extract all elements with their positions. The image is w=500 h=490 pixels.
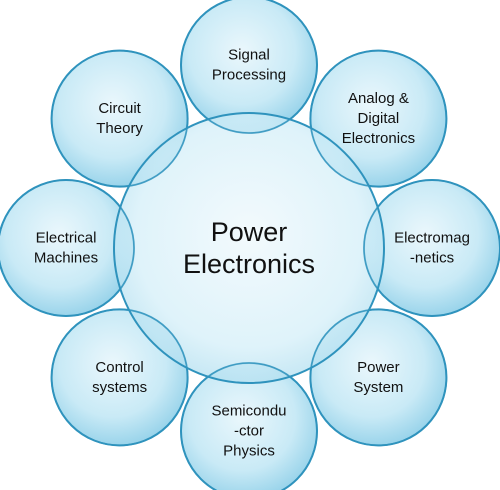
- label-semiconductor-physics-line-3: Physics: [223, 443, 275, 460]
- outline-signal-processing: [180, 0, 318, 134]
- label-circuit-theory-line-2: Theory: [96, 120, 143, 137]
- center-label-line-1: Power: [211, 217, 288, 247]
- label-signal-processing-line-2: Processing: [212, 67, 286, 84]
- label-analog-digital-electronics-line-3: Electronics: [342, 130, 415, 147]
- label-control-systems-line-1: Control: [95, 359, 143, 376]
- outline-circuit-theory: [50, 49, 189, 188]
- label-control-systems-line-2: systems: [92, 379, 147, 396]
- bubble-center-power-electronics: [113, 112, 385, 384]
- outline-electrical-machines: [0, 179, 135, 317]
- label-semiconductor-physics-line-2: -ctor: [234, 423, 264, 440]
- label-electromagnetics-line-1: Electromag: [394, 230, 470, 247]
- outline-power-system: [309, 308, 448, 447]
- outline-analog-digital-electronics: [309, 49, 448, 188]
- outline-semiconductor-physics: [180, 362, 318, 490]
- outline-control-systems: [50, 308, 189, 447]
- label-electrical-machines-line-2: Machines: [34, 250, 98, 267]
- label-circuit-theory-line-1: Circuit: [98, 100, 141, 117]
- label-power-system-line-2: System: [353, 379, 403, 396]
- label-electromagnetics-line-2: -netics: [410, 250, 454, 267]
- label-electrical-machines-line-1: Electrical: [36, 230, 97, 247]
- label-signal-processing-line-1: Signal: [228, 47, 270, 64]
- label-analog-digital-electronics-line-1: Analog &: [348, 90, 409, 107]
- label-semiconductor-physics-line-1: Semicondu: [211, 403, 286, 420]
- label-power-system-line-1: Power: [357, 359, 400, 376]
- center-label-line-2: Electronics: [183, 249, 315, 279]
- label-analog-digital-electronics-line-2: Digital: [358, 110, 400, 127]
- outline-electromagnetics: [363, 179, 500, 317]
